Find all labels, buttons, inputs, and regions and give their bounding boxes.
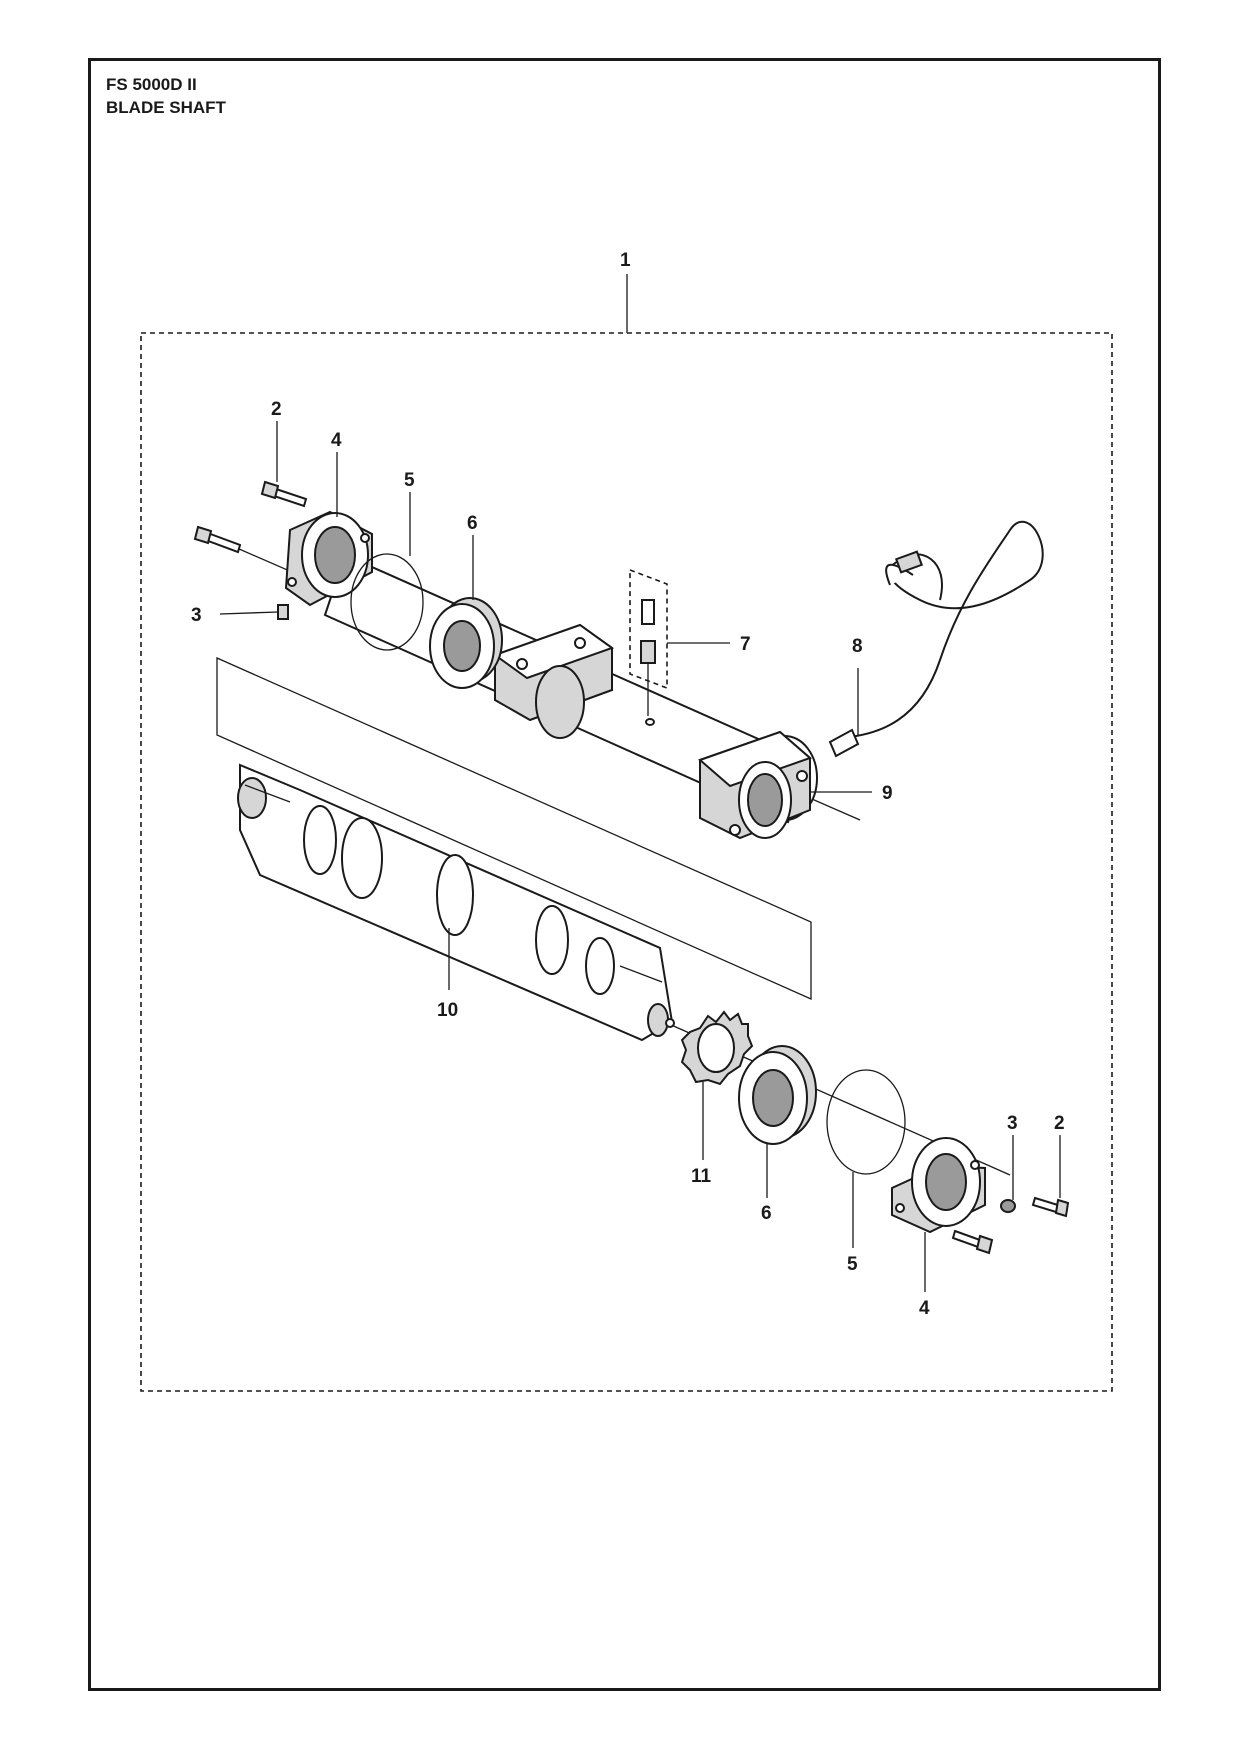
model-title: FS 5000D II: [106, 75, 197, 94]
callout-1: 1: [620, 250, 631, 271]
o-ring-bottom-part: [826, 1069, 906, 1175]
callout-10: 10: [437, 1000, 458, 1021]
o-ring-top-part: [350, 553, 424, 651]
sensor-cable-part: [828, 520, 1044, 758]
bolt-top-pair: [193, 480, 308, 554]
callout-7: 7: [740, 634, 751, 655]
callout-2-top: 2: [271, 399, 282, 420]
callout-5-top: 5: [404, 470, 415, 491]
grease-nipple-top-part: [277, 604, 289, 620]
assembly-boundary: [140, 332, 1113, 1392]
lock-washer-part: [680, 1010, 754, 1086]
blade-shaft-part: [237, 763, 675, 1042]
title-block: FS 5000D II BLADE SHAFT: [106, 73, 226, 119]
grease-fitting-kit-box: [629, 568, 668, 690]
callout-3-bottom: 3: [1007, 1113, 1018, 1134]
callout-4-top: 4: [331, 430, 342, 451]
bolt-bottom-pair: [951, 1196, 1070, 1255]
leader-lines: [219, 421, 1061, 1292]
seal-ring-bottom-part: [891, 1137, 986, 1234]
grease-fitting-kit-part: [640, 599, 656, 716]
callout-9: 9: [882, 783, 893, 804]
callout-11: 11: [691, 1166, 712, 1187]
callout-2-bottom: 2: [1054, 1113, 1065, 1134]
grease-nipple-bottom-part: [1000, 1199, 1016, 1213]
callout-4-bottom: 4: [919, 1298, 930, 1319]
callout-8: 8: [852, 636, 863, 657]
seal-ring-top-part: [284, 510, 373, 607]
shaft-housing-part: [323, 553, 818, 840]
callout-6-top: 6: [467, 513, 478, 534]
callout-6-bottom: 6: [761, 1203, 772, 1224]
page-frame: [88, 58, 1161, 1691]
shaft-plane: [216, 656, 812, 1001]
bearing-top-part: [429, 597, 503, 689]
bearing-bottom-part: [738, 1045, 817, 1145]
section-title: BLADE SHAFT: [106, 98, 226, 117]
callout-3-top: 3: [191, 605, 202, 626]
callout-5-bottom: 5: [847, 1254, 858, 1275]
